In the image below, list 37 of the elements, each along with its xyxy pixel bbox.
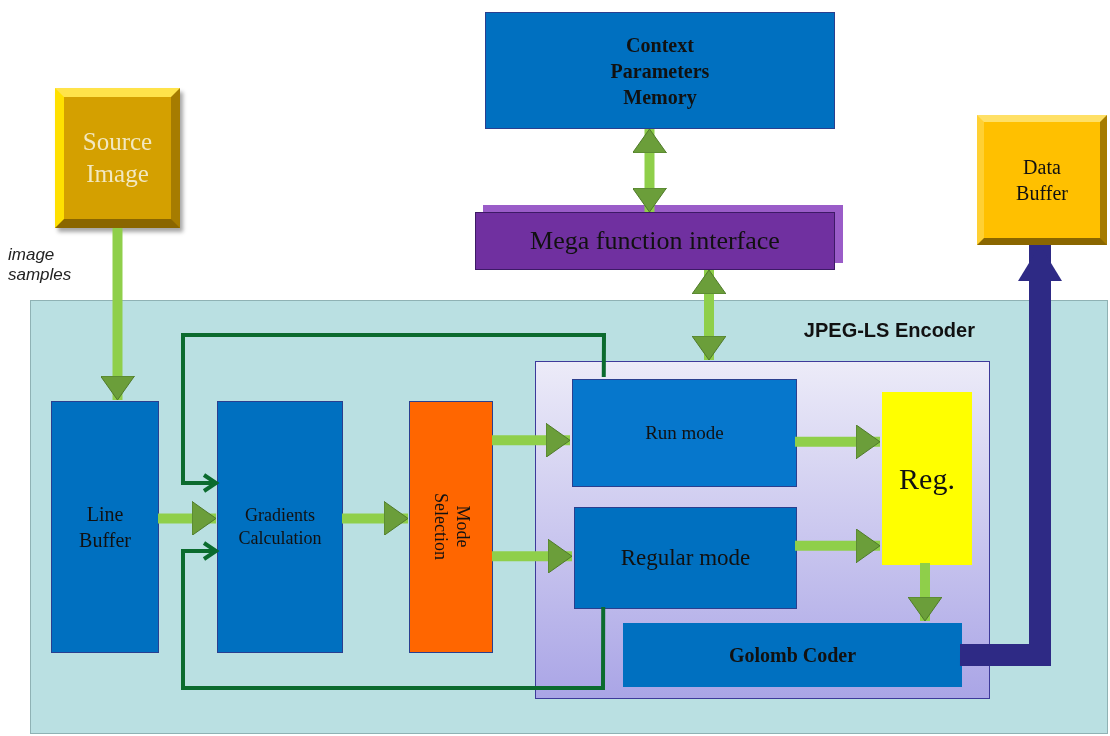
block-arrow [342,500,409,536]
box-label: Mega function interface [530,226,780,256]
box-label: Context Parameters Memory [609,32,711,110]
arrow [181,541,606,690]
process-box [572,379,797,487]
process-box [217,401,343,653]
block-arrow [632,128,667,213]
box-label: Data Buffer [1015,155,1069,206]
encoder-panel [30,300,1108,734]
box-label: Golomb Coder [728,643,857,667]
arrow [181,333,606,493]
process-box [51,401,159,653]
arrow [959,245,1062,666]
block-arrow [691,269,727,361]
box-label: Gradients Calculation [237,503,323,550]
source-block [55,88,180,228]
panel-title: JPEG-LS Encoder [803,319,975,342]
box-label: Mode Selection [430,492,473,563]
box-label: Regular mode [620,545,751,571]
block-arrow [795,528,881,564]
process-box [574,507,797,609]
register-box [882,392,972,565]
process-box [623,623,962,687]
box-label: Reg. [899,461,955,496]
box-label: Source Image [81,126,154,189]
block-arrow [100,228,135,401]
block-arrow [795,424,881,460]
edge-label: image samples [8,245,73,286]
process-box [485,12,835,129]
buffer-block [977,115,1107,245]
box-label: Run mode [645,422,724,444]
block-arrow [492,538,573,574]
block-arrow [492,422,571,458]
panel [535,361,990,699]
block-arrow [907,563,943,622]
box-label: Line Buffer [78,502,132,553]
process-box [409,401,493,653]
